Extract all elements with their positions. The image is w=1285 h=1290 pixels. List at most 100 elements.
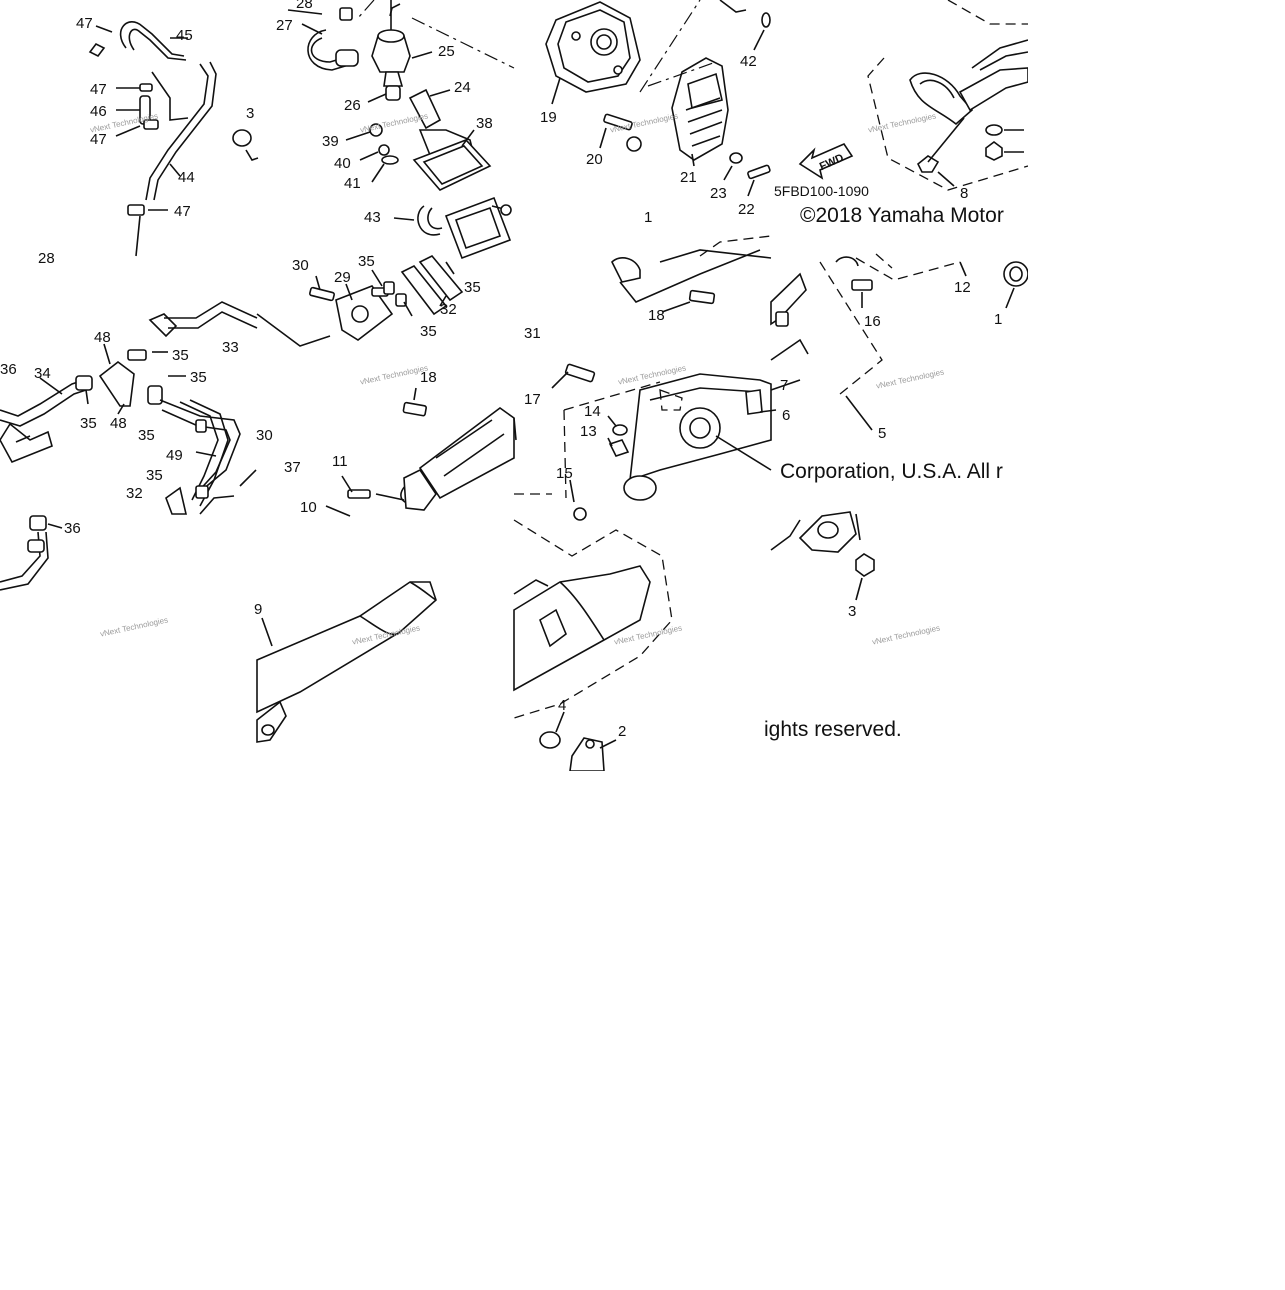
watermark-text: vNext Technologies bbox=[609, 111, 679, 134]
hose-24 bbox=[408, 88, 442, 130]
tile-air-cut-valve bbox=[287, 0, 515, 260]
callout-6: 6 bbox=[782, 407, 790, 424]
bolt-18 bbox=[402, 401, 427, 417]
callout-7: 7 bbox=[780, 377, 788, 394]
watermark-text: vNext Technologies bbox=[99, 615, 169, 638]
bolt-20 bbox=[603, 113, 633, 131]
tile-gasket-nut bbox=[770, 511, 875, 601]
clamp-35 bbox=[395, 293, 407, 307]
callout-20: 20 bbox=[586, 151, 603, 168]
gasket-4 bbox=[539, 731, 561, 749]
tile-exhaust-pipe-rear bbox=[759, 253, 1029, 431]
exhaust-pipe-front bbox=[909, 72, 974, 126]
copyright-line-3: ights reserved. bbox=[764, 718, 902, 741]
washer-40 bbox=[378, 144, 390, 156]
washer-23 bbox=[729, 152, 743, 164]
clamp-35 bbox=[165, 486, 188, 515]
washer-14 bbox=[612, 424, 628, 436]
diagram-code: 5FBD100-1090 bbox=[774, 183, 869, 199]
callout-42: 42 bbox=[740, 53, 757, 70]
grommet-3 bbox=[232, 129, 252, 147]
callout-33: 33 bbox=[222, 339, 239, 356]
callout-22: 22 bbox=[738, 201, 755, 218]
callout-30: 30 bbox=[256, 427, 273, 444]
flange-2 bbox=[569, 737, 605, 772]
tile-lower-hose bbox=[0, 515, 63, 591]
callout-19: 19 bbox=[540, 109, 557, 126]
callout-labels: 47 45 47 46 47 44 47 28 28 27 25 26 24 3… bbox=[0, 0, 1002, 740]
clamp-35 bbox=[383, 281, 395, 295]
callout-13: 13 bbox=[580, 423, 597, 440]
callout-21: 21 bbox=[680, 169, 697, 186]
callout-9: 9 bbox=[254, 601, 262, 618]
callout-28: 28 bbox=[38, 250, 55, 267]
callout-16: 16 bbox=[864, 313, 881, 330]
watermark-text: vNext Technologies bbox=[359, 363, 429, 386]
hose-45 bbox=[119, 21, 185, 57]
callout-35: 35 bbox=[420, 323, 437, 340]
callout-35: 35 bbox=[464, 279, 481, 296]
tile-cylinder-head-area bbox=[545, 0, 771, 197]
clamp-47 bbox=[88, 42, 106, 58]
clamp-35 bbox=[127, 349, 147, 361]
washer-41 bbox=[381, 155, 399, 165]
callout-35: 35 bbox=[146, 467, 163, 484]
callout-29: 29 bbox=[334, 269, 351, 286]
callout-35: 35 bbox=[172, 347, 189, 364]
callout-47: 47 bbox=[90, 81, 107, 98]
clamp-47 bbox=[143, 119, 159, 130]
tile-muffler-joint bbox=[513, 235, 772, 521]
hose-33 bbox=[164, 301, 258, 319]
callout-18: 18 bbox=[648, 307, 665, 324]
tile-air-injection-hoses bbox=[88, 21, 259, 257]
callout-47: 47 bbox=[90, 131, 107, 148]
tile-exhaust-pipe-front: FWD bbox=[798, 0, 1029, 191]
callout-3: 3 bbox=[848, 603, 856, 620]
callout-25: 25 bbox=[438, 43, 455, 60]
clamp-47 bbox=[139, 83, 153, 92]
callout-35: 35 bbox=[80, 415, 97, 432]
clamp-28 bbox=[339, 7, 353, 21]
copyright-line-2: Corporation, U.S.A. All r bbox=[780, 460, 1003, 483]
callout-45: 45 bbox=[176, 27, 193, 44]
watermark-text: vNext Technologies bbox=[359, 111, 429, 134]
bolt-39 bbox=[369, 123, 383, 137]
heat-protector-21 bbox=[671, 57, 729, 161]
callout-40: 40 bbox=[334, 155, 351, 172]
callout-28: 28 bbox=[296, 0, 313, 12]
callout-31: 31 bbox=[524, 325, 541, 342]
hose-44 bbox=[145, 63, 209, 201]
callout-49: 49 bbox=[166, 447, 183, 464]
callout-24: 24 bbox=[454, 79, 471, 96]
bolt-16 bbox=[851, 279, 873, 291]
callout-32: 32 bbox=[126, 485, 143, 502]
callout-43: 43 bbox=[364, 209, 381, 226]
hose-27 bbox=[310, 37, 351, 63]
callout-36: 36 bbox=[64, 520, 81, 537]
bolt-30 bbox=[309, 286, 335, 302]
callout-35: 35 bbox=[358, 253, 375, 270]
callout-34: 34 bbox=[34, 365, 51, 382]
callout-27: 27 bbox=[276, 17, 293, 34]
callout-5: 5 bbox=[878, 425, 886, 442]
callout-3: 3 bbox=[246, 105, 254, 122]
callout-35: 35 bbox=[190, 369, 207, 386]
nut-8 bbox=[916, 155, 940, 173]
callout-4: 4 bbox=[558, 697, 566, 714]
callout-32: 32 bbox=[440, 301, 457, 318]
tile-air-filter-hoses bbox=[0, 301, 258, 515]
bolt-18 bbox=[688, 289, 716, 305]
copyright-line-1: ©2018 Yamaha Motor bbox=[800, 204, 1004, 227]
callout-23: 23 bbox=[710, 185, 727, 202]
callout-14: 14 bbox=[584, 403, 601, 420]
muffler-left bbox=[513, 565, 651, 692]
hose-49 bbox=[159, 399, 241, 491]
callout-2: 2 bbox=[618, 723, 626, 740]
callout-17: 17 bbox=[524, 391, 541, 408]
callout-8: 8 bbox=[960, 185, 968, 202]
callout-44: 44 bbox=[178, 169, 195, 186]
clamp-47 bbox=[127, 204, 145, 216]
bolt-22 bbox=[747, 164, 771, 180]
callout-41: 41 bbox=[344, 175, 361, 192]
